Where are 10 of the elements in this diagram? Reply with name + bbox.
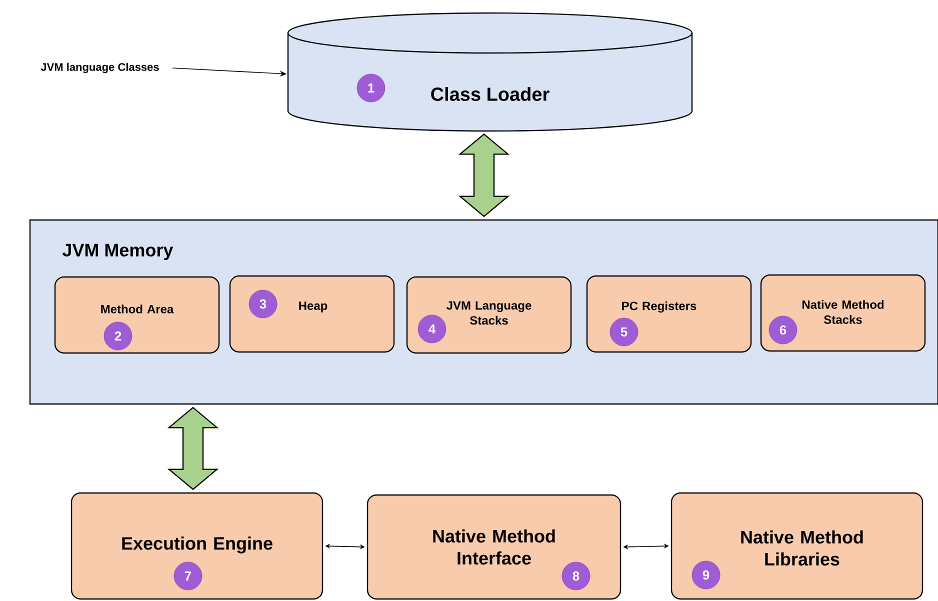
number-badge: 8 bbox=[562, 562, 590, 590]
number-badge: 6 bbox=[768, 316, 798, 344]
number-badge: 4 bbox=[418, 314, 446, 344]
number-badge: 2 bbox=[104, 322, 132, 350]
input-label: JVM language Classes bbox=[40, 62, 159, 74]
number-badge: 7 bbox=[174, 562, 202, 590]
number-badge: 3 bbox=[248, 290, 278, 318]
number-badge: 9 bbox=[692, 560, 720, 590]
number-badge: 5 bbox=[610, 318, 638, 346]
number-badge: 1 bbox=[356, 74, 386, 102]
